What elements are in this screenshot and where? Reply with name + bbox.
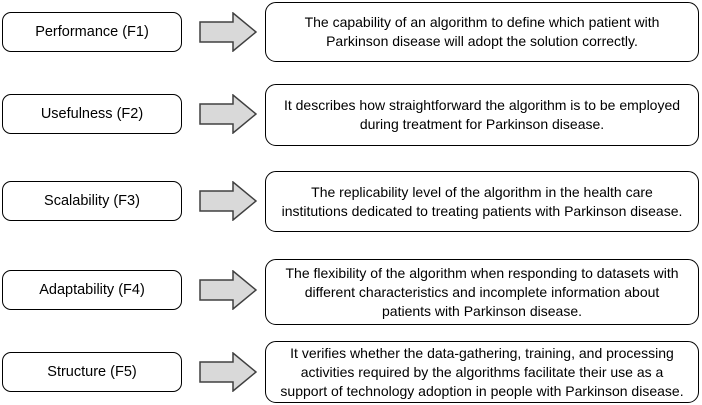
right-arrow-icon (199, 12, 257, 52)
factor-box-structure: Structure (F5) (2, 352, 182, 392)
factor-label: Performance (F1) (35, 24, 149, 40)
factor-description: It describes how straightforward the alg… (283, 97, 681, 132)
factor-description-box-adaptability: The flexibility of the algorithm when re… (265, 259, 699, 325)
factor-description: The replicability level of the algorithm… (281, 183, 683, 219)
factor-description: The capability of an algorithm to define… (304, 14, 660, 49)
factor-description-box-structure: It verifies whether the data-gathering, … (265, 341, 699, 403)
factor-label: Adaptability (F4) (39, 282, 145, 298)
factor-box-scalability: Scalability (F3) (2, 181, 182, 221)
factor-label: Structure (F5) (47, 364, 137, 380)
factor-description: The flexibility of the algorithm when re… (285, 264, 679, 319)
factor-description-box-scalability: The replicability level of the algorithm… (265, 171, 699, 232)
right-arrow-icon (199, 352, 257, 392)
factor-label: Scalability (F3) (44, 193, 140, 209)
right-arrow-icon (199, 181, 257, 221)
right-arrow-icon (199, 270, 257, 310)
factor-description-box-performance: The capability of an algorithm to define… (265, 2, 699, 62)
factor-box-adaptability: Adaptability (F4) (2, 270, 182, 310)
factor-label: Usefulness (F2) (40, 106, 144, 122)
factor-description: It verifies whether the data-gathering, … (280, 344, 684, 399)
factor-box-usefulness: Usefulness (F2) (2, 94, 182, 134)
factor-box-performance: Performance (F1) (2, 12, 182, 52)
factor-description-box-usefulness: It describes how straightforward the alg… (265, 84, 699, 146)
right-arrow-icon (199, 94, 257, 134)
